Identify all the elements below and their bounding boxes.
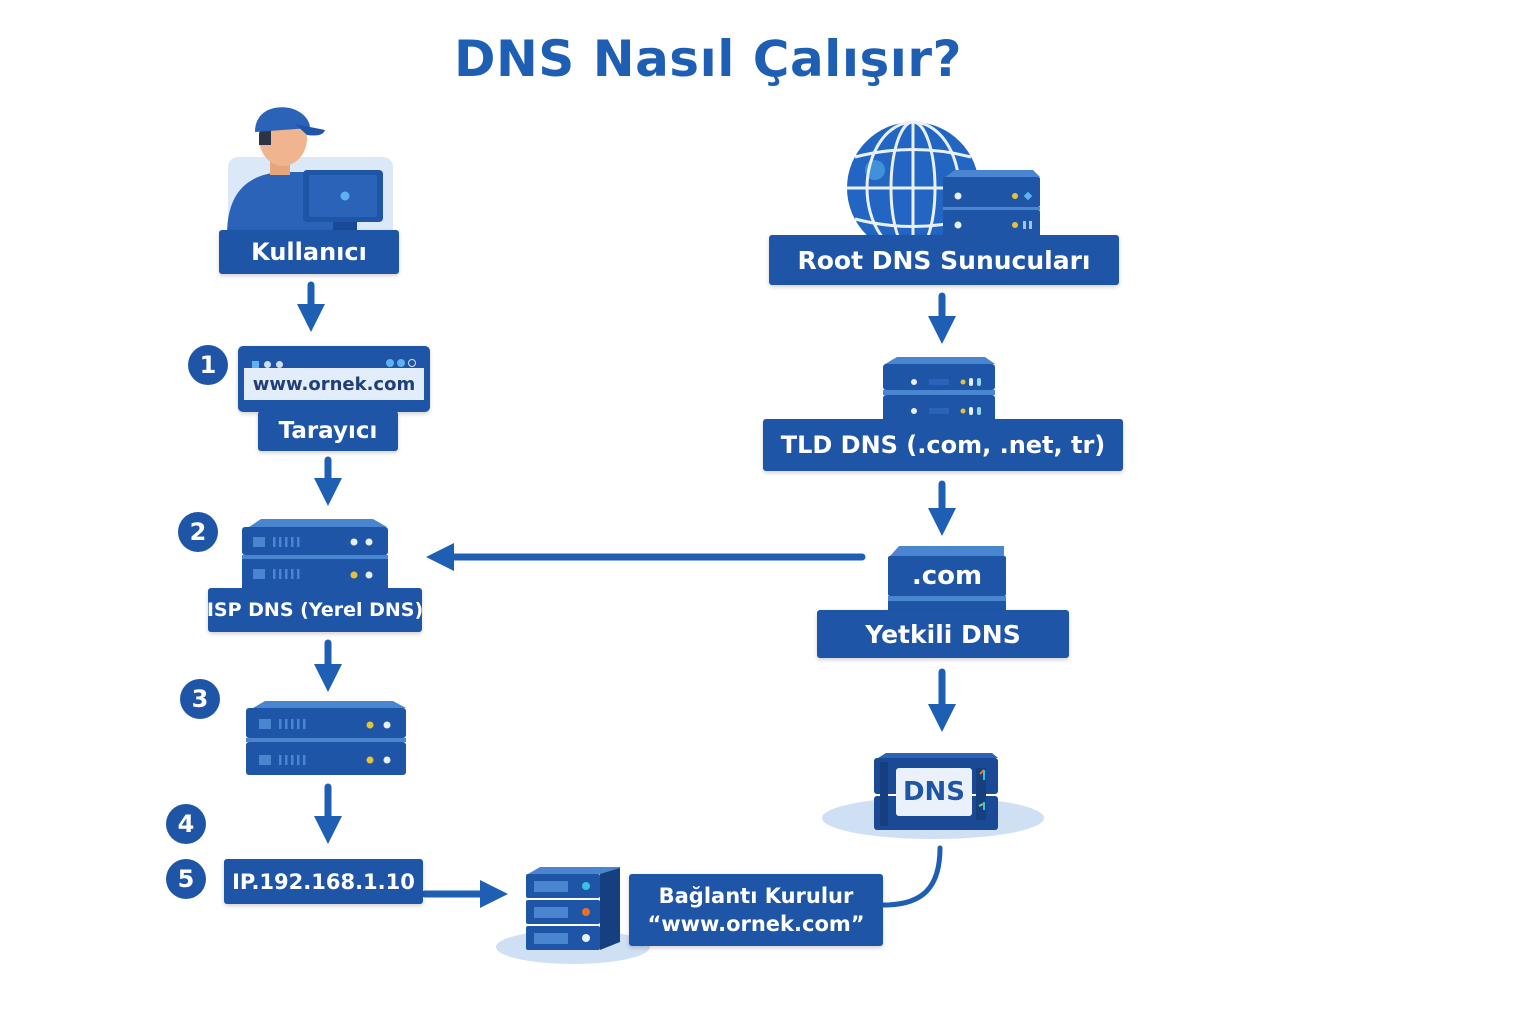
ip-result-label: IP.192.168.1.10 — [224, 859, 423, 904]
tld-server-stack-icon — [883, 357, 995, 425]
web-server-icon — [526, 867, 620, 950]
tld-dns-label: TLD DNS (.com, .net, tr) — [763, 419, 1123, 471]
globe-server-icon — [847, 120, 1040, 256]
com-server-icon: .com — [886, 546, 1008, 616]
step-badge-5: 5 — [166, 859, 206, 899]
authoritative-dns-label: Yetkili DNS — [817, 610, 1069, 658]
dns-box-text: DNS — [896, 768, 972, 816]
connection-line1: Bağlantı Kurulur — [658, 883, 854, 908]
step-badge-2: 2 — [178, 512, 218, 552]
root-dns-label: Root DNS Sunucuları — [769, 235, 1119, 285]
step-badge-4: 4 — [166, 804, 206, 844]
connection-line2: “www.ornek.com” — [647, 912, 865, 936]
url-bar[interactable]: www.ornek.com — [244, 368, 424, 400]
isp-server-stack-icon — [242, 519, 388, 589]
browser-label: Tarayıcı — [258, 411, 398, 451]
step-badge-1: 1 — [188, 345, 228, 385]
isp-dns-label: ISP DNS (Yerel DNS) — [207, 588, 423, 632]
page-title: DNS Nasıl Çalışır? — [453, 30, 963, 88]
browser-dots-left — [252, 353, 283, 372]
user-label: Kullanıcı — [219, 230, 399, 274]
browser-window-icon: www.ornek.com — [238, 346, 430, 412]
com-server-text: .com — [888, 556, 1006, 596]
browser-dots-right — [386, 352, 416, 371]
connection-label: Bağlantı Kurulur “www.ornek.com” — [629, 874, 883, 946]
curve-dns-to-connection — [881, 845, 943, 908]
user-at-computer-icon — [227, 107, 393, 237]
step-badge-3: 3 — [180, 679, 220, 719]
resolver-server-stack-icon — [246, 701, 406, 775]
